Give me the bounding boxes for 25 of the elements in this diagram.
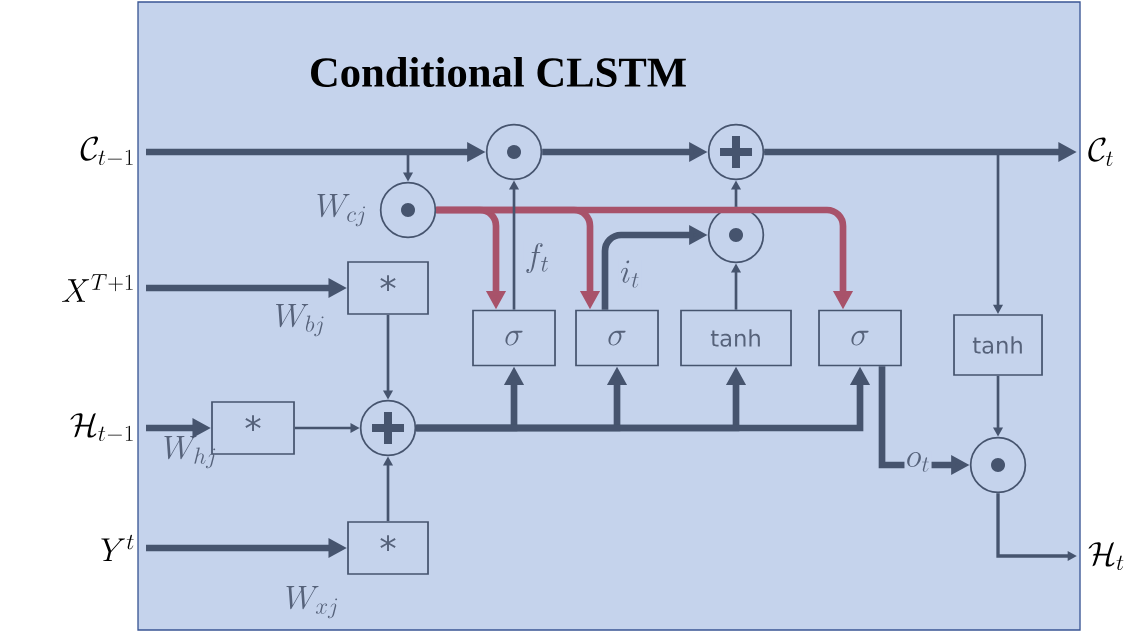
add-circle [359, 399, 417, 457]
edge-label: $f_t$ [523, 241, 551, 275]
add-circle [707, 123, 765, 181]
operator-box: tanh [953, 314, 1043, 376]
operator-box: $\sigma$ [575, 309, 659, 367]
edge-label: $i_t$ [618, 259, 642, 289]
input-label: $\mathcal{C}_{t-1}$ [80, 136, 133, 166]
output-label: $\mathcal{H}_{t}$ [1088, 542, 1124, 571]
output-label: $\mathcal{C}_{t}$ [1088, 137, 1113, 167]
weight-label: $W_{cj}$ [317, 193, 365, 227]
operator-box: $\sigma$ [818, 309, 902, 367]
multiply-circle [969, 436, 1027, 494]
edge-label: $o_t$ [904, 451, 932, 473]
multiply-circle [379, 181, 437, 239]
operator-box: * [347, 261, 429, 315]
operator-box: tanh [680, 309, 792, 367]
operator-box: * [347, 521, 429, 575]
weight-label: $W_{bj}$ [276, 303, 324, 337]
input-label: $\mathcal{H}_{t-1}$ [70, 413, 133, 442]
weight-label: $W_{xj}$ [286, 585, 338, 619]
title: Conditional CLSTM [311, 57, 686, 87]
multiply-circle [485, 123, 543, 181]
operator-box: $\sigma$ [472, 309, 556, 367]
input-label: $Y^{t}$ [101, 534, 134, 562]
input-label: $X^{T+1}$ [62, 274, 133, 302]
